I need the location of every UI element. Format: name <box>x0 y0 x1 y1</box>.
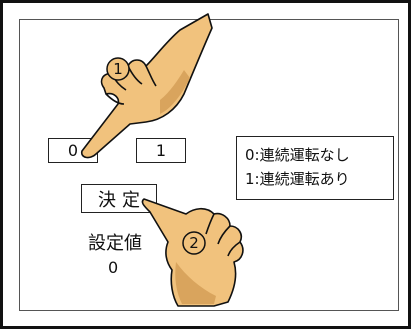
step-number-1: 1 <box>106 57 130 81</box>
step-number-2: 2 <box>182 231 206 255</box>
svg-text:2: 2 <box>189 234 199 252</box>
legend-box: 0:連続運転なし 1:連続運転あり <box>236 136 394 200</box>
setting-value-label: 設定値 <box>88 233 142 254</box>
svg-text:1: 1 <box>113 60 123 78</box>
one-button[interactable]: 1 <box>136 138 186 163</box>
setting-value: 0 <box>108 258 119 277</box>
pointing-hand-icon-1 <box>80 13 213 159</box>
legend-line-1: 1:連続運転あり <box>245 170 350 188</box>
legend-line-0: 0:連続運転なし <box>245 146 350 164</box>
